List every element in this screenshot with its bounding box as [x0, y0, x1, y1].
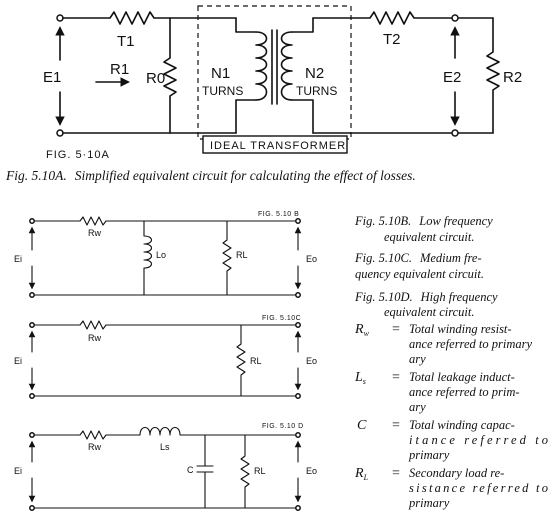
label-lo: Lo	[156, 250, 166, 260]
label-e2: E2	[443, 69, 461, 86]
legend-eq: =	[392, 466, 400, 481]
symbol-legend: Rw = Total winding resist- ance referred…	[354, 322, 548, 510]
resistor-rw	[33, 430, 141, 440]
caption-5-10d: Fig. 5.10D.High frequency	[354, 290, 498, 304]
caption-prefix: Fig. 5.10A.	[5, 168, 67, 183]
label-e1: E1	[43, 69, 61, 86]
resistor-rl	[236, 324, 246, 397]
fig-5-10b-tag: FIG. 5.10 B	[258, 211, 299, 218]
terminal-dot	[451, 14, 459, 22]
terminal-dot	[56, 14, 64, 22]
resistor-rl	[222, 220, 232, 296]
legend-symbol-rl: RL	[354, 466, 369, 482]
resistor-r0	[163, 17, 177, 134]
figure-captions: Fig. 5.10B.Low frequency equivalent circ…	[354, 214, 498, 319]
legend-rw-line1: Total winding resist-	[409, 322, 512, 336]
caption-5-10c: Fig. 5.10C.Medium fre-	[354, 251, 482, 265]
capacitor-c	[196, 434, 214, 509]
caption-text: Simplified equivalent circuit for calcul…	[75, 168, 416, 183]
terminal-dot	[56, 129, 64, 137]
label-rw: Rw	[88, 442, 101, 452]
legend-c-line2: itance referred to	[409, 433, 548, 447]
label-turns-secondary: TURNS	[296, 84, 337, 98]
label-c: C	[187, 465, 194, 475]
ideal-transformer-label-box	[202, 135, 348, 154]
label-rw: Rw	[88, 333, 101, 343]
caption-5-10b-line2: equivalent circuit.	[384, 230, 474, 244]
legend-eq: =	[392, 370, 400, 385]
label-eo: Eo	[306, 254, 317, 264]
caption-5-10b: Fig. 5.10B.Low frequency	[354, 214, 493, 228]
inductor-lo	[143, 220, 153, 296]
label-t1: T1	[117, 33, 135, 50]
label-r1: R1	[110, 61, 129, 78]
resistor-t1	[62, 11, 237, 25]
caption-5-10c-line2: quency equivalent circuit.	[355, 267, 484, 281]
legend-c-line3: primary	[408, 448, 450, 462]
legend-rw-line3: ary	[409, 352, 426, 366]
resistor-rw	[33, 320, 297, 330]
label-n1: N1	[211, 65, 230, 82]
label-r2: R2	[503, 69, 522, 86]
legend-eq: =	[392, 418, 400, 433]
fig-5-10a-caption: Fig. 5.10A. Simplified equivalent circuit…	[5, 168, 416, 183]
fig-5-10d: FIG. 5.10 D Rw Ls C RL Ei Eo	[14, 423, 317, 511]
fig-5-10b: FIG. 5.10 B Rw Lo RL Ei Eo	[14, 211, 317, 298]
label-r0: R0	[146, 70, 165, 87]
label-turns-primary: TURNS	[202, 84, 243, 98]
caption-5-10d-line2: equivalent circuit.	[384, 305, 474, 319]
label-eo: Eo	[306, 356, 317, 366]
legend-symbol-c: C	[357, 418, 367, 433]
resistor-r2	[486, 17, 500, 134]
legend-symbol-ls: Ls	[354, 370, 366, 386]
fig-5-10a: T1 R0 E1 R1 N1 TURNS N2 TURNS T2	[5, 5, 522, 183]
label-ideal-transformer: IDEAL TRANSFORMER	[210, 140, 346, 152]
legend-rl-line2: sistance referred to	[409, 481, 548, 495]
legend-rl-line3: primary	[408, 496, 450, 510]
label-n2: N2	[305, 65, 324, 82]
legend-rl-line1: Secondary load re-	[409, 466, 504, 480]
legend-ls-line2: ance referred to prim-	[409, 385, 520, 399]
label-rl: RL	[254, 466, 266, 476]
label-rl: RL	[236, 250, 248, 260]
fig-5-10c-tag: FIG. 5.10C	[262, 315, 301, 322]
legend-c-line1: Total winding capac-	[409, 418, 515, 432]
resistor-rl	[240, 434, 250, 509]
primary-coil	[255, 31, 268, 101]
secondary-lead-top	[291, 17, 314, 33]
secondary-coil	[280, 31, 293, 101]
primary-lead-bottom	[235, 99, 257, 134]
legend-ls-line1: Total leakage induct-	[409, 370, 515, 384]
label-rl: RL	[250, 356, 262, 366]
legend-eq: =	[392, 322, 400, 337]
legend-symbol-rw: Rw	[354, 322, 370, 338]
fig-5-10d-tag: FIG. 5.10 D	[262, 423, 304, 430]
label-t2: T2	[383, 31, 401, 48]
label-ei: Ei	[14, 356, 22, 366]
resistor-rw	[33, 216, 297, 226]
label-rw: Rw	[88, 228, 101, 238]
label-ls: Ls	[160, 442, 170, 452]
fig-5-10c: FIG. 5.10C Rw RL Ei Eo	[14, 315, 317, 399]
legend-rw-line2: ance referred to primary	[409, 337, 532, 351]
primary-lead-top	[235, 17, 257, 33]
legend-ls-line3: ary	[409, 400, 426, 414]
fig-5-10a-tag: FIG. 5·10A	[46, 149, 110, 161]
secondary-lead-bottom	[291, 99, 314, 134]
inductor-ls	[139, 426, 297, 436]
label-ei: Ei	[14, 254, 22, 264]
resistor-t2	[312, 11, 494, 25]
label-ei: Ei	[14, 466, 22, 476]
terminal-dot	[451, 129, 459, 137]
label-eo: Eo	[306, 466, 317, 476]
